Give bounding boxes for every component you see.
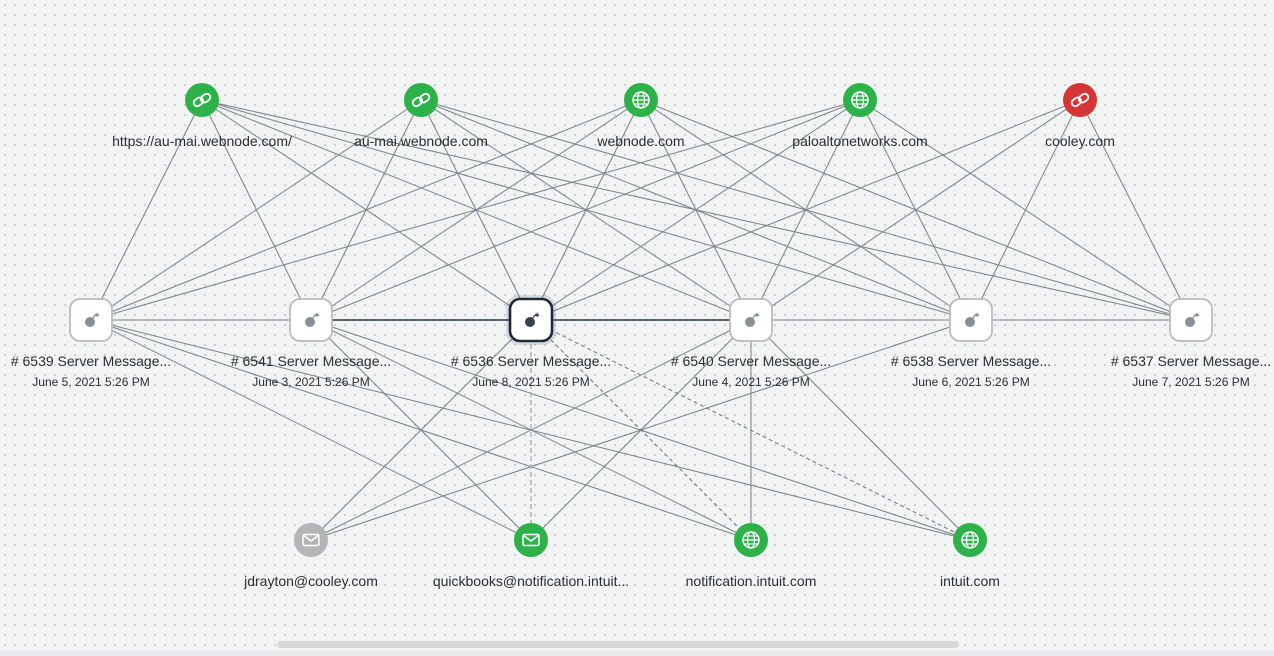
nodes-layer: https://au-mai.webnode.com/au-mai.webnod…	[11, 83, 1271, 589]
bomb-icon	[1185, 312, 1200, 327]
node-label: # 6539 Server Message...	[11, 353, 171, 369]
mail-icon	[522, 533, 540, 547]
link-icon	[411, 92, 431, 108]
edge-t4-m2	[310, 99, 861, 321]
node-circle[interactable]	[294, 523, 328, 557]
globe-icon	[632, 91, 650, 109]
globe-icon	[742, 531, 760, 549]
horizontal-scrollbar-thumb[interactable]	[277, 641, 959, 648]
edge-t5-m5	[970, 99, 1081, 321]
message-node-m5[interactable]: # 6538 Server Message... June 6, 2021 5:2…	[891, 298, 1051, 389]
link-icon	[192, 92, 212, 108]
edge-t1-m1	[90, 99, 203, 321]
top-node-au-mai.webnode.com[interactable]: au-mai.webnode.com	[354, 83, 488, 149]
bomb-icon	[85, 312, 100, 327]
node-label: # 6540 Server Message...	[671, 353, 831, 369]
bottom-node-notification.intuit.com[interactable]: notification.intuit.com	[686, 523, 817, 589]
node-label: # 6537 Server Message...	[1111, 353, 1271, 369]
edge-t3-m1	[90, 99, 642, 321]
node-label: # 6541 Server Message...	[231, 353, 391, 369]
node-label: https://au-mai.webnode.com/	[112, 133, 292, 149]
node-date: June 3, 2021 5:26 PM	[252, 375, 369, 389]
bottom-node-quickbooks@notification.intuit...[interactable]: quickbooks@notification.intuit...	[433, 523, 629, 589]
bottom-node-intuit.com[interactable]: intuit.com	[940, 523, 1000, 589]
node-date: June 4, 2021 5:26 PM	[692, 375, 809, 389]
bottom-node-jdrayton@cooley.com[interactable]: jdrayton@cooley.com	[243, 523, 378, 589]
edge-t2-m1	[90, 99, 422, 321]
top-node-https://au-mai.webnode.com/[interactable]: https://au-mai.webnode.com/	[112, 83, 292, 149]
bomb-icon	[305, 312, 320, 327]
bomb-icon	[525, 312, 540, 327]
horizontal-scrollbar-track[interactable]	[0, 650, 1274, 656]
node-circle[interactable]	[185, 83, 219, 117]
message-node-m3[interactable]: # 6536 Server Message... June 8, 2021 5:2…	[451, 295, 611, 389]
top-node-cooley.com[interactable]: cooley.com	[1045, 83, 1115, 149]
bomb-icon	[965, 312, 980, 327]
bomb-icon	[745, 312, 760, 327]
node-label: # 6538 Server Message...	[891, 353, 1051, 369]
node-label: intuit.com	[940, 573, 1000, 589]
edge-m3-b1	[310, 319, 532, 541]
node-label: # 6536 Server Message...	[451, 353, 611, 369]
globe-icon	[961, 531, 979, 549]
link-icon	[1070, 92, 1090, 108]
edge-t4-m3	[530, 99, 861, 321]
edge-m1-b2	[90, 319, 532, 541]
node-label: jdrayton@cooley.com	[243, 573, 378, 589]
globe-icon	[851, 91, 869, 109]
node-label: quickbooks@notification.intuit...	[433, 573, 629, 589]
mail-icon	[302, 533, 320, 547]
edge-t4-m1	[90, 99, 861, 321]
node-date: June 8, 2021 5:26 PM	[472, 375, 589, 389]
edge-t5-m4	[750, 99, 1081, 321]
node-label: au-mai.webnode.com	[354, 133, 488, 149]
edge-t5-m3	[530, 99, 1081, 321]
edge-m3-b4	[530, 319, 971, 541]
edge-m3-b3	[530, 319, 752, 541]
node-circle[interactable]	[1063, 83, 1097, 117]
edge-t5-m6	[1079, 99, 1192, 321]
top-node-webnode.com[interactable]: webnode.com	[596, 83, 685, 149]
node-label: cooley.com	[1045, 133, 1115, 149]
edge-m4-b4	[750, 319, 971, 541]
node-date: June 5, 2021 5:26 PM	[32, 375, 149, 389]
node-date: June 7, 2021 5:26 PM	[1132, 375, 1249, 389]
message-node-m2[interactable]: # 6541 Server Message... June 3, 2021 5:2…	[231, 298, 391, 389]
node-date: June 6, 2021 5:26 PM	[912, 375, 1029, 389]
message-node-m1[interactable]: # 6539 Server Message... June 5, 2021 5:2…	[11, 298, 171, 389]
node-circle[interactable]	[404, 83, 438, 117]
message-node-m4[interactable]: # 6540 Server Message... June 4, 2021 5:2…	[671, 298, 831, 389]
edges-layer	[90, 99, 1192, 541]
node-label: paloaltonetworks.com	[792, 133, 927, 149]
top-node-paloaltonetworks.com[interactable]: paloaltonetworks.com	[792, 83, 928, 149]
node-circle[interactable]	[514, 523, 548, 557]
edge-m4-b1	[310, 319, 752, 541]
node-label: notification.intuit.com	[686, 573, 817, 589]
message-node-m6[interactable]: # 6537 Server Message... June 7, 2021 5:2…	[1111, 298, 1271, 389]
node-label: webnode.com	[596, 133, 684, 149]
